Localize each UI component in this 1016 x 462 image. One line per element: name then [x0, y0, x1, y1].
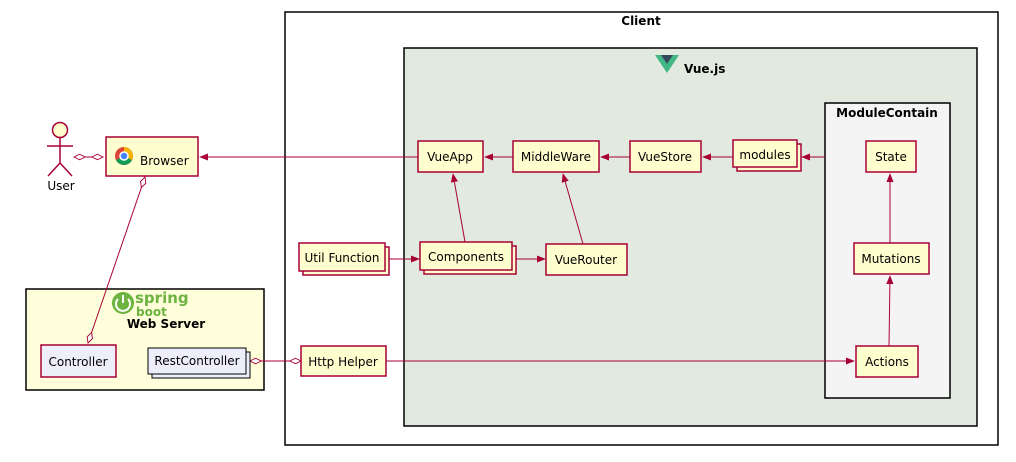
- browser-node: Browser: [105, 136, 199, 177]
- components-label: Components: [428, 250, 504, 264]
- middleware-label: MiddleWare: [521, 150, 591, 164]
- connectors: [74, 153, 894, 365]
- spring-logo-text: spring: [135, 289, 189, 307]
- http-helper-label: Http Helper: [308, 355, 378, 369]
- browser-label: Browser: [140, 154, 189, 168]
- chrome-icon: [115, 147, 133, 165]
- mutations-label: Mutations: [861, 252, 920, 266]
- controller-node: Controller: [40, 344, 117, 378]
- http-helper-node: Http Helper: [300, 345, 387, 377]
- client-frame: Client: [284, 11, 999, 446]
- middleware-node: MiddleWare: [512, 140, 600, 173]
- actions-node: Actions: [855, 345, 919, 378]
- client-title: Client: [621, 14, 661, 28]
- modules-label: modules: [739, 148, 790, 162]
- web-server-title: Web Server: [127, 317, 205, 331]
- user-actor: User: [47, 121, 75, 193]
- vuerouter-to-middleware-arrow: [561, 173, 584, 245]
- util-function-node: Util Function: [298, 242, 390, 276]
- vueapp-node: VueApp: [417, 140, 484, 173]
- actions-to-mutations-arrow: [886, 275, 894, 347]
- vueapp-label: VueApp: [427, 150, 473, 164]
- rest-controller-label: RestController: [154, 354, 239, 368]
- vuerouter-node: VueRouter: [545, 243, 628, 276]
- util-function-label: Util Function: [304, 251, 379, 265]
- components-to-vueapp-arrow: [450, 173, 466, 243]
- vuestore-node: VueStore: [629, 140, 702, 173]
- components-node: Components: [419, 241, 517, 275]
- vuestore-label: VueStore: [638, 150, 692, 164]
- controller-label: Controller: [48, 355, 107, 369]
- user-label: User: [47, 179, 74, 193]
- vuerouter-label: VueRouter: [555, 253, 617, 267]
- vue-title: Vue.js: [684, 62, 725, 76]
- user-icon: [47, 121, 73, 177]
- actions-label: Actions: [865, 355, 909, 369]
- state-label: State: [875, 150, 907, 164]
- browser-controller-link: [88, 177, 145, 343]
- spring-logo-icon: [112, 292, 134, 314]
- vue-logo-icon: [655, 55, 679, 73]
- rest-controller-node: RestController: [147, 347, 251, 379]
- mutations-node: Mutations: [853, 242, 930, 275]
- module-container-title: ModuleContain: [836, 106, 938, 120]
- state-node: State: [865, 140, 917, 173]
- modules-node: modules: [732, 139, 802, 172]
